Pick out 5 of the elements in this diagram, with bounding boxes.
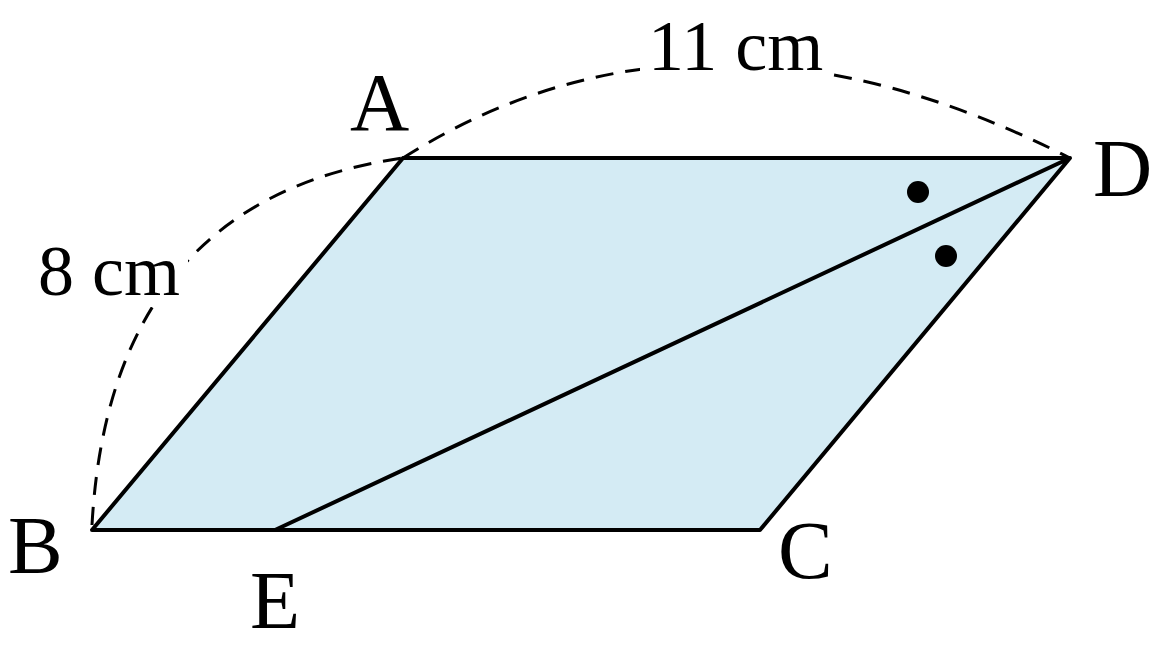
vertex-label: B [7, 505, 64, 587]
vertex-label: A [349, 62, 411, 144]
vertex-label: C [777, 510, 834, 592]
vertex-label: D [1092, 128, 1154, 210]
vertex-label: E [249, 560, 302, 642]
